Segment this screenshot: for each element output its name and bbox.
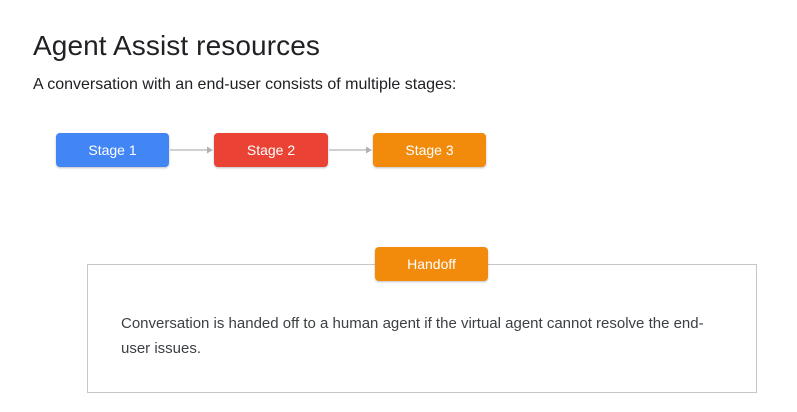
page-subtitle: A conversation with an end-user consists… xyxy=(33,76,457,93)
handoff-description: Conversation is handed off to a human ag… xyxy=(121,315,704,357)
handoff-panel xyxy=(87,264,757,393)
stage-2-box: Stage 2 xyxy=(214,133,328,167)
stage-3-box: Stage 3 xyxy=(373,133,486,167)
arrow-stage1-to-stage2 xyxy=(170,146,213,154)
arrow-stage2-to-stage3 xyxy=(329,146,372,154)
stage-1-box: Stage 1 xyxy=(56,133,169,167)
handoff-badge: Handoff xyxy=(375,247,488,281)
page-title: Agent Assist resources xyxy=(33,30,320,61)
